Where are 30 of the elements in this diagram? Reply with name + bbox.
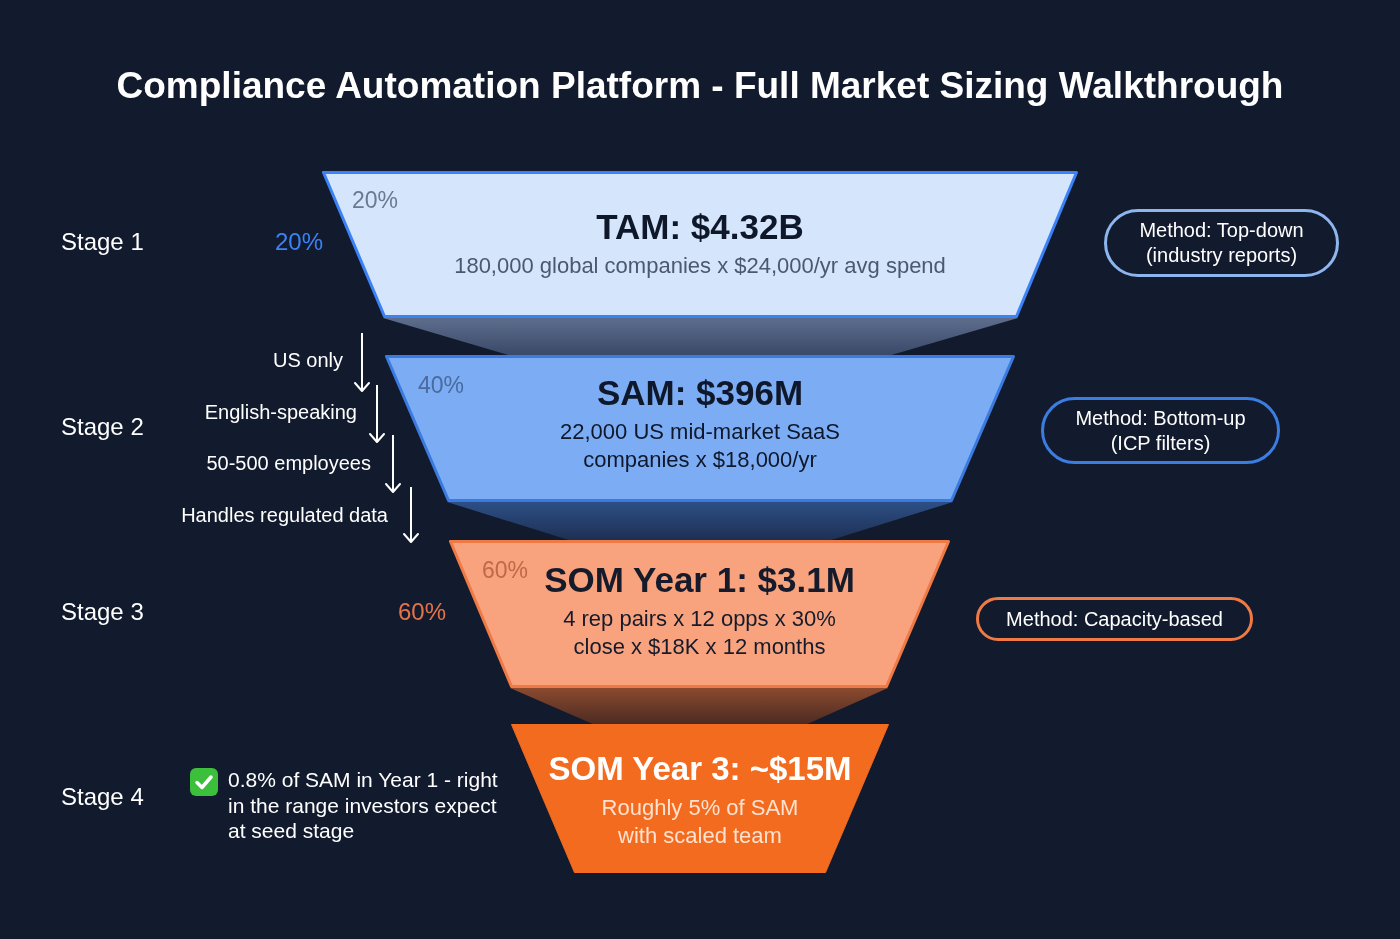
filter-label: 50-500 employees <box>206 451 371 475</box>
percent-label: 20% <box>352 187 399 213</box>
method-pill: Method: Capacity-based <box>976 597 1253 641</box>
title: Compliance Automation Platform - Full Market Sizing Walkthrough <box>116 64 1284 108</box>
method-pill: Method: Top-down (industry reports) <box>1104 209 1339 277</box>
percent-label: 20% <box>275 228 324 256</box>
filter-label: English-speaking <box>204 400 357 424</box>
filter-label: US only <box>272 348 343 372</box>
note-text: 0.8% of SAM in Year 1 - right in the range investors expect at seed stage <box>228 767 499 844</box>
stage-label: Stage 3 <box>61 598 144 626</box>
segment-description: 180,000 global companies x $24,000/yr avg spend <box>454 251 946 280</box>
percent-label: 40% <box>418 372 465 398</box>
segment-heading: SAM: $396M <box>596 371 804 414</box>
stage-label: Stage 2 <box>61 413 144 441</box>
segment-description: 22,000 US mid-market SaaS companies x $18,000/yr <box>559 417 841 474</box>
funnel-segment <box>385 355 1015 502</box>
segment-heading: SOM Year 1: $3.1M <box>544 559 855 601</box>
segment-heading: TAM: $4.32B <box>596 205 804 248</box>
percent-label: 60% <box>398 598 447 626</box>
segment-heading: SOM Year 3: ~$15M <box>548 748 852 789</box>
method-pill: Method: Bottom-up (ICP filters) <box>1041 397 1280 464</box>
percent-label: 60% <box>482 557 529 583</box>
segment-description: Roughly 5% of SAM with scaled team <box>600 793 800 850</box>
funnel-segment <box>511 724 889 873</box>
segment-description: 4 rep pairs x 12 opps x 30% close x $18K x 12 months <box>562 605 837 661</box>
filter-label: Handles regulated data <box>181 503 388 527</box>
stage-label: Stage 1 <box>61 228 144 256</box>
stage-label: Stage 4 <box>61 783 144 811</box>
funnel-segment <box>449 540 950 688</box>
funnel-segment <box>322 171 1078 318</box>
